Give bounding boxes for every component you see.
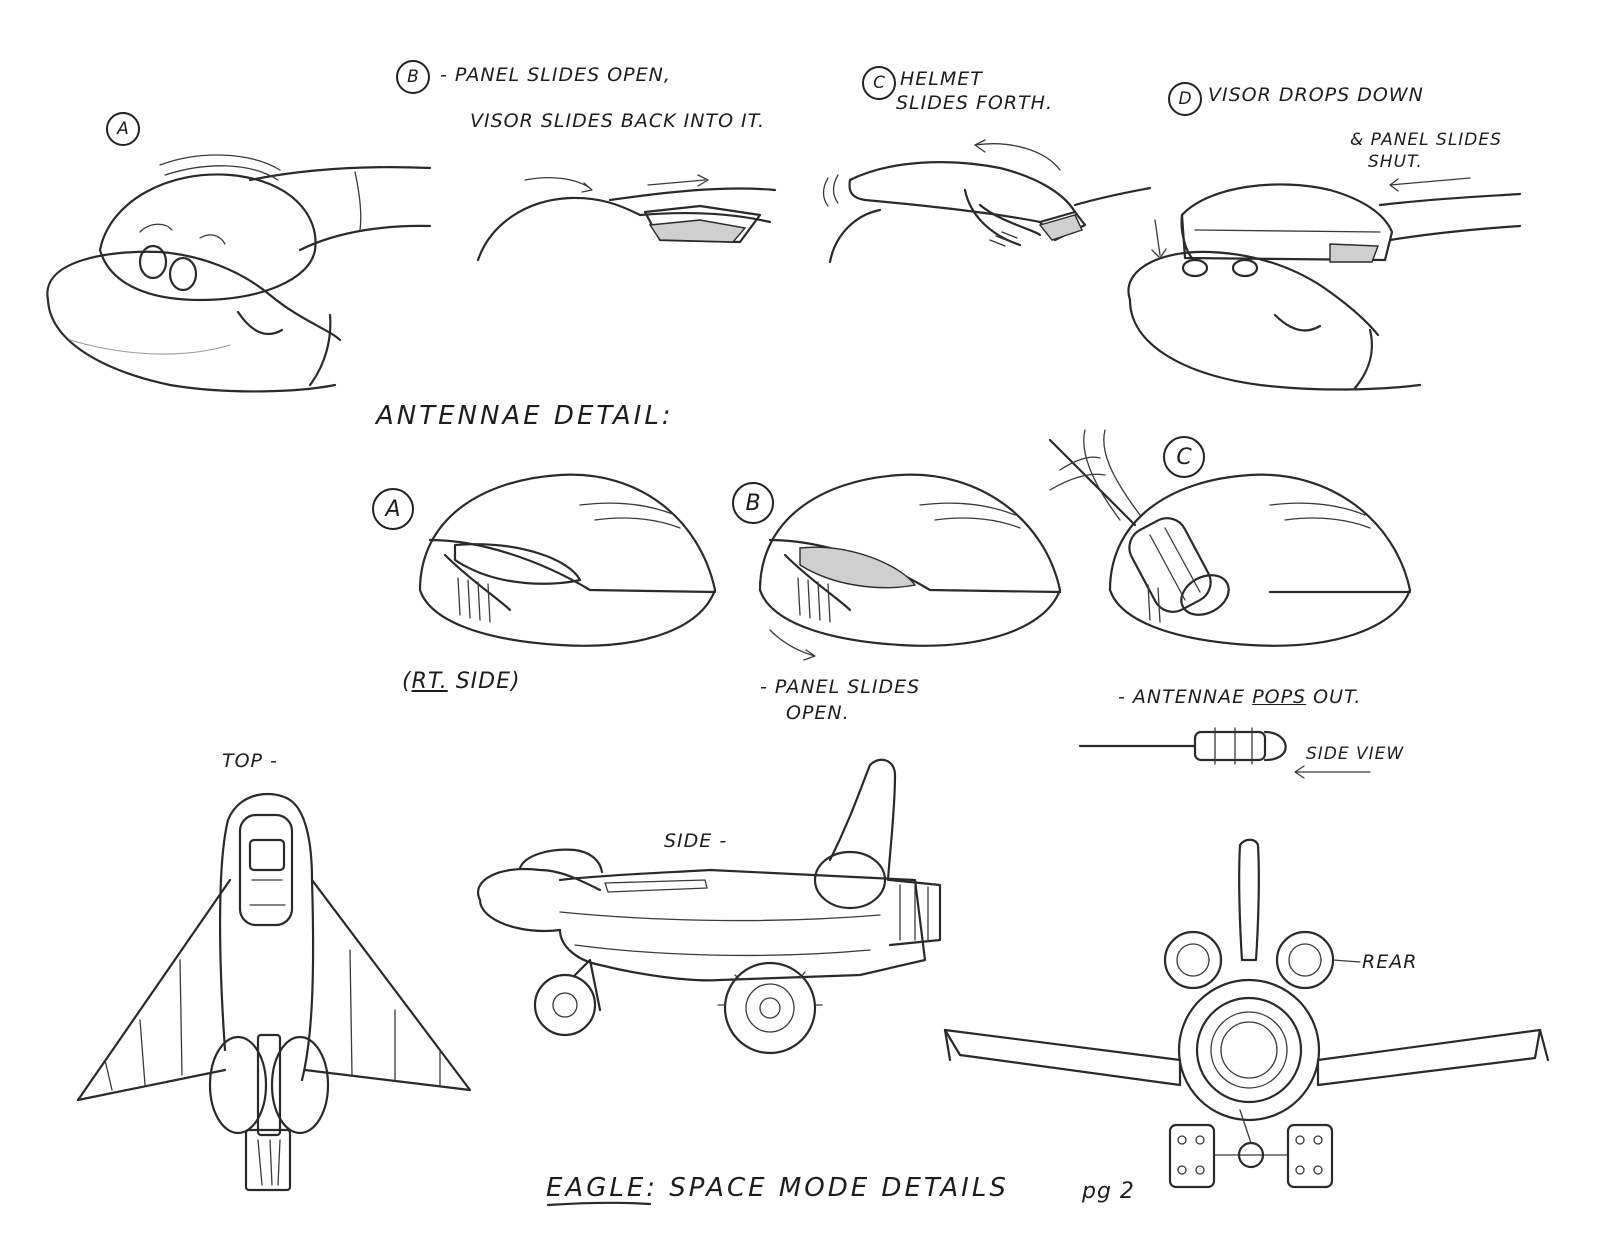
sheet-title: EAGLE: SPACE MODE DETAILS (546, 1173, 1009, 1203)
side-view-label: SIDE - (664, 830, 728, 852)
antenna-c-note: - ANTENNAE POPS OUT. (1118, 686, 1361, 710)
antenna-a-note: (RT. SIDE) (402, 668, 521, 696)
antenna-c-marker: C (1163, 436, 1205, 478)
sheet-page-number: pg 2 (1082, 1179, 1135, 1204)
step-d-note-2: & PANEL SLIDES (1350, 130, 1502, 150)
ship-rear-view-icon (943, 838, 1550, 1189)
antenna-a-note-rest: SIDE) (447, 669, 521, 694)
antenna-b-note-1: - PANEL SLIDES (760, 676, 921, 698)
step-a-marker: A (106, 112, 140, 146)
head-d-sketch-icon (1127, 177, 1522, 391)
antenna-a-pod-icon (418, 473, 717, 647)
top-view-label: TOP - (222, 750, 278, 772)
antenna-side-view-label: SIDE VIEW (1306, 744, 1405, 764)
head-a-sketch-icon (46, 154, 432, 393)
step-c-note-2: SLIDES FORTH. (896, 92, 1054, 114)
antenna-c-pod-icon (1048, 429, 1412, 647)
step-b-note-1: - PANEL SLIDES OPEN, (440, 64, 671, 86)
head-c-sketch-icon (822, 139, 1152, 264)
antennae-heading: ANTENNAE DETAIL: (376, 401, 674, 431)
step-b-note-2: VISOR SLIDES BACK INTO IT. (470, 110, 766, 132)
ship-side-view-icon (477, 758, 942, 1055)
antenna-b-note-2: OPEN. (786, 702, 850, 724)
step-c-note-1: HELMET (900, 68, 983, 90)
antenna-side-view-icon (1078, 727, 1371, 779)
head-b-sketch-icon (476, 174, 777, 262)
title-underline (546, 1201, 652, 1207)
rear-view-label: REAR (1362, 951, 1418, 973)
antenna-a-note-underlined: RT. (411, 669, 448, 694)
antenna-b-pod-icon (758, 473, 1062, 661)
antenna-a-marker: A (372, 488, 414, 530)
antenna-b-marker: B (732, 482, 774, 524)
antenna-c-note-rest: OUT. (1306, 686, 1362, 708)
step-d-note-3: SHUT. (1368, 152, 1423, 172)
ship-top-view-icon (76, 792, 472, 1192)
step-d-marker: D (1168, 82, 1202, 116)
step-c-marker: C (862, 66, 896, 100)
antenna-a-note-open: ( (402, 669, 412, 694)
step-d-note-1: VISOR DROPS DOWN (1208, 84, 1424, 106)
step-b-marker: B (396, 60, 430, 94)
antenna-c-note-underlined: POPS (1252, 686, 1307, 708)
antenna-c-note-lead: - ANTENNAE (1118, 686, 1253, 708)
